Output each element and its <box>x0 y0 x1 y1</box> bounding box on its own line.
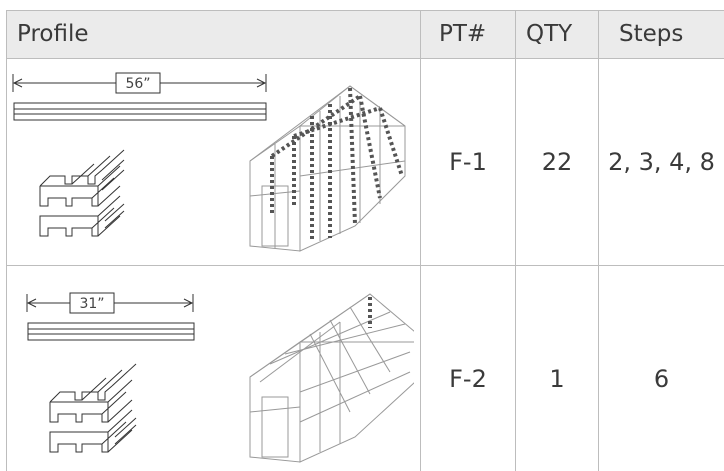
grid-line <box>598 10 599 471</box>
grid-line <box>420 10 421 471</box>
row1-pt: F-1 <box>449 148 487 176</box>
row2-pt: F-2 <box>449 365 487 393</box>
header-pt: PT# <box>439 21 487 47</box>
parts-table: Profile PT# QTY Steps F-1 22 2, 3, 4, 8 … <box>6 10 724 471</box>
grid-line <box>515 10 516 471</box>
row2-qty: 1 <box>549 365 565 393</box>
profile-f1-drawing: 56” <box>12 72 406 252</box>
row2-steps: 6 <box>653 365 670 393</box>
f1-length-label: 56” <box>125 76 150 92</box>
f1-extrusion-icon <box>39 149 125 237</box>
header-steps: Steps <box>619 21 684 47</box>
f2-extrusion-icon <box>49 363 137 453</box>
header-profile: Profile <box>17 21 89 47</box>
row-divider <box>6 265 724 266</box>
grid-line <box>6 10 7 471</box>
row1-qty: 22 <box>541 148 573 176</box>
row1-steps: 2, 3, 4, 8 <box>608 148 715 176</box>
header-qty: QTY <box>526 21 573 47</box>
f2-greenhouse-icon <box>249 293 414 463</box>
table-header: Profile PT# QTY Steps <box>6 10 724 59</box>
f2-length-label: 31” <box>79 296 104 312</box>
profile-f2-drawing: 31” <box>26 292 414 463</box>
